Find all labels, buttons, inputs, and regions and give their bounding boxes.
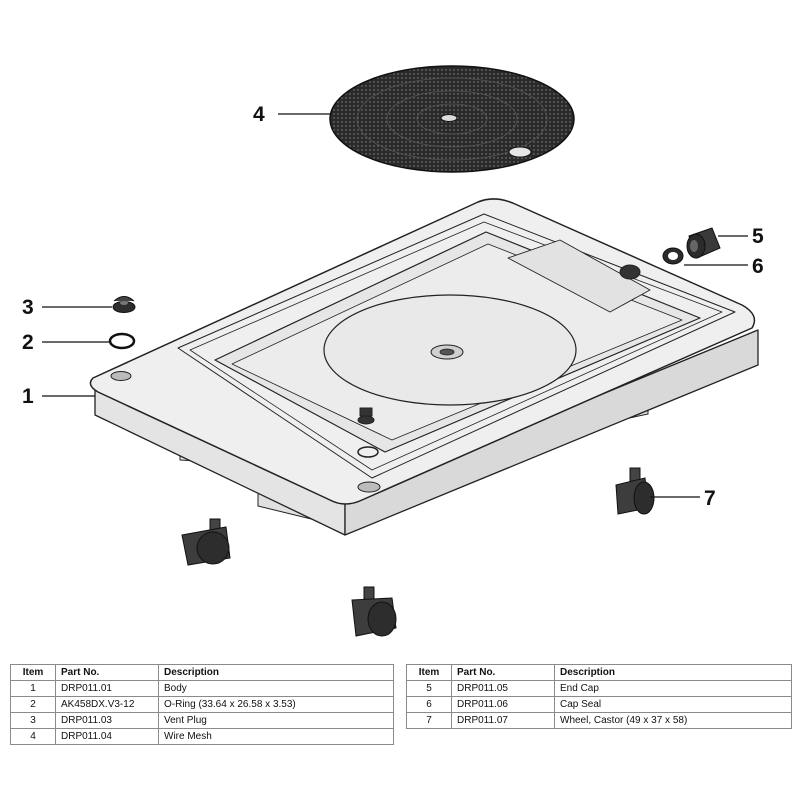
header-part-no: Part No. [451,664,555,681]
row-item: 5 [406,680,452,697]
row-item: 7 [406,712,452,729]
header-item: Item [10,664,56,681]
row-part-no: DRP011.05 [451,680,555,697]
row-part-no: DRP011.03 [55,712,159,729]
cap-seal [662,247,684,265]
row-item: 4 [10,728,56,745]
table-row: 4 DRP011.04 Wire Mesh [10,728,394,745]
row-description: O-Ring (33.64 x 26.58 x 3.53) [158,696,394,713]
header-part-no: Part No. [55,664,159,681]
header-description: Description [158,664,394,681]
callout-4: 4 [253,103,265,126]
row-part-no: DRP011.01 [55,680,159,697]
row-description: End Cap [554,680,792,697]
row-description: Wheel, Castor (49 x 37 x 58) [554,712,792,729]
row-description: Vent Plug [158,712,394,729]
vent-plug [112,296,136,313]
row-part-no: DRP011.06 [451,696,555,713]
tray-body [89,198,759,536]
row-part-no: DRP011.04 [55,728,159,745]
table-row: 6 DRP011.06 Cap Seal [406,696,792,713]
table-header-row: Item Part No. Description [406,664,792,681]
parts-table-right: Item Part No. Description 5 DRP011.05 En… [406,664,792,729]
row-item: 3 [10,712,56,729]
castor-wheel-right [615,467,655,515]
callout-6: 6 [752,255,764,278]
callout-5: 5 [752,225,764,248]
table-header-row: Item Part No. Description [10,664,394,681]
row-description: Body [158,680,394,697]
leader-lines [42,113,748,498]
o-ring [108,332,136,350]
row-description: Wire Mesh [158,728,394,745]
castor-wheel-front [351,586,397,637]
header-description: Description [554,664,792,681]
callout-3: 3 [22,296,34,319]
row-item: 1 [10,680,56,697]
header-item: Item [406,664,452,681]
callout-7: 7 [704,487,716,510]
table-row: 5 DRP011.05 End Cap [406,680,792,697]
row-part-no: DRP011.07 [451,712,555,729]
table-row: 1 DRP011.01 Body [10,680,394,697]
table-row: 3 DRP011.03 Vent Plug [10,712,394,729]
row-description: Cap Seal [554,696,792,713]
exploded-diagram: 4 3 2 1 5 6 7 [22,65,764,637]
end-cap [686,227,721,259]
wire-mesh [329,65,575,173]
row-item: 2 [10,696,56,713]
table-row: 2 AK458DX.V3-12 O-Ring (33.64 x 26.58 x … [10,696,394,713]
table-row: 7 DRP011.07 Wheel, Castor (49 x 37 x 58) [406,712,792,729]
callout-2: 2 [22,331,34,354]
castor-wheel-left [181,518,231,566]
row-part-no: AK458DX.V3-12 [55,696,159,713]
callout-1: 1 [22,385,34,408]
parts-table-left: Item Part No. Description 1 DRP011.01 Bo… [10,664,394,745]
row-item: 6 [406,696,452,713]
